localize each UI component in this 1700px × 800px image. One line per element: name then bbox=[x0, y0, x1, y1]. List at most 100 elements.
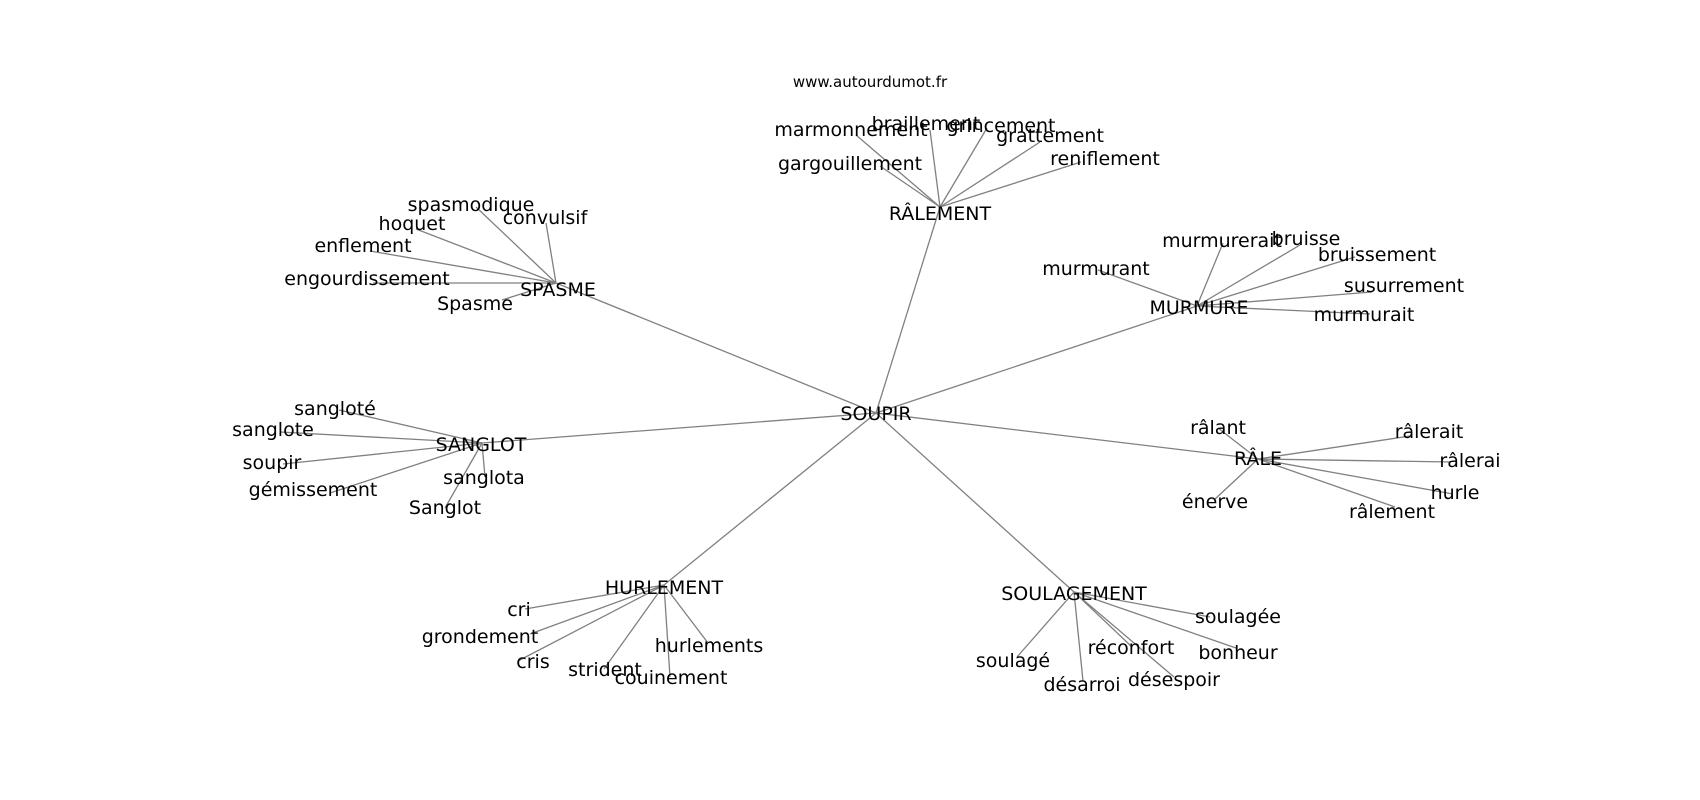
leaf-node-label: bonheur bbox=[1198, 642, 1278, 664]
leaf-node-label: couinement bbox=[615, 667, 728, 689]
edge-hub-to-leaf bbox=[481, 442, 486, 478]
leaf-node-label: Sanglot bbox=[409, 497, 481, 519]
edge-hub-to-leaf bbox=[929, 129, 941, 208]
hub-node-label: MURMURE bbox=[1149, 297, 1248, 319]
edge-hub-to-leaf bbox=[1213, 458, 1259, 501]
leaf-node-label: désespoir bbox=[1128, 669, 1220, 691]
edge-hub-to-leaf bbox=[1217, 427, 1259, 460]
edge-hub-to-leaf bbox=[529, 584, 665, 635]
edge-hub-to-leaf bbox=[1196, 242, 1224, 307]
leaf-node-label: sangloté bbox=[294, 398, 376, 420]
edge-center-to-hub bbox=[481, 412, 877, 444]
graph-labels: www.autourdumot.fr SOUPIR RÂLEMENT marmon… bbox=[232, 73, 1500, 696]
leaf-node-label: râlant bbox=[1190, 417, 1246, 439]
leaf-node-label: bruisse bbox=[1272, 228, 1341, 250]
edge-hub-to-leaf bbox=[501, 282, 557, 301]
leaf-node-label: convulsif bbox=[503, 207, 589, 229]
edge-hub-to-leaf bbox=[1257, 435, 1411, 460]
edge-hub-to-leaf bbox=[1196, 305, 1371, 315]
edge-hub-to-leaf bbox=[663, 584, 709, 644]
leaf-node-label: cris bbox=[516, 651, 549, 673]
hub-node-label: SANGLOT bbox=[436, 434, 527, 456]
edge-hub-to-leaf bbox=[1073, 591, 1175, 678]
leaf-node-label: hoquet bbox=[379, 213, 446, 235]
edge-hub-to-leaf bbox=[1257, 458, 1454, 495]
leaf-node-label: cri bbox=[507, 599, 531, 621]
hub-node-label: SPASME bbox=[520, 279, 596, 301]
edge-hub-to-leaf bbox=[1196, 291, 1373, 307]
leaf-node-label: soulagée bbox=[1195, 606, 1281, 628]
edge-hub-to-leaf bbox=[369, 250, 557, 284]
hub-node-label: HURLEMENT bbox=[605, 577, 724, 599]
leaf-node-label: râlerait bbox=[1395, 421, 1464, 443]
leaf-node-label: sanglote bbox=[232, 419, 314, 441]
leaf-node-label: soulagé bbox=[976, 650, 1050, 672]
edge-hub-to-leaf bbox=[444, 442, 483, 509]
leaf-node-label: murmurerait bbox=[1162, 230, 1282, 252]
leaf-node-label: enflement bbox=[314, 235, 411, 257]
source-watermark: www.autourdumot.fr bbox=[793, 73, 948, 91]
leaf-node-label: spasmodique bbox=[408, 194, 535, 216]
edge-hub-to-leaf bbox=[282, 442, 483, 465]
leaf-node-label: bruissement bbox=[1318, 244, 1436, 266]
leaf-node-label: réconfort bbox=[1088, 637, 1175, 659]
leaf-node-label: gémissement bbox=[249, 479, 378, 501]
edge-hub-to-leaf bbox=[415, 228, 557, 284]
edge-hub-to-leaf bbox=[855, 134, 941, 208]
edge-hub-to-leaf bbox=[1257, 458, 1452, 463]
graph-edges bbox=[279, 127, 1454, 682]
leaf-node-label: strident bbox=[568, 659, 642, 681]
leaf-node-label: râlerai bbox=[1439, 450, 1500, 472]
edge-hub-to-leaf bbox=[338, 409, 483, 444]
edge-hub-to-leaf bbox=[1073, 591, 1237, 649]
hub-node-label: RÂLEMENT bbox=[889, 202, 992, 225]
leaf-node-label: Spasme bbox=[437, 293, 513, 315]
edge-hub-to-leaf bbox=[1073, 591, 1132, 647]
edge-hub-to-leaf bbox=[524, 584, 665, 610]
center-node-label: SOUPIR bbox=[840, 403, 911, 425]
leaf-node-label: susurrement bbox=[1344, 275, 1464, 297]
leaf-node-label: murmurant bbox=[1042, 258, 1150, 280]
leaf-node-label: reniflement bbox=[1050, 148, 1160, 170]
leaf-node-label: grondement bbox=[422, 626, 539, 648]
leaf-node-label: marmonnement bbox=[774, 119, 927, 141]
edge-hub-to-leaf bbox=[939, 127, 988, 208]
edge-hub-to-leaf bbox=[1257, 458, 1396, 508]
leaf-node-label: engourdissement bbox=[284, 268, 449, 290]
leaf-node-label: murmurait bbox=[1314, 304, 1415, 326]
leaf-node-label: gargouillement bbox=[778, 153, 922, 175]
leaf-node-label: énerve bbox=[1182, 491, 1248, 513]
edge-center-to-hub bbox=[875, 206, 941, 414]
edge-center-to-hub bbox=[875, 305, 1198, 414]
leaf-node-label: désarroi bbox=[1043, 674, 1120, 696]
edge-hub-to-leaf bbox=[1073, 591, 1084, 682]
edge-hub-to-leaf bbox=[279, 431, 483, 444]
edge-hub-to-leaf bbox=[939, 141, 1041, 208]
edge-hub-to-leaf bbox=[879, 165, 941, 208]
edge-hub-to-leaf bbox=[475, 206, 557, 284]
leaf-node-label: grattement bbox=[996, 125, 1104, 147]
edge-hub-to-leaf bbox=[1073, 591, 1211, 618]
leaf-node-label: hurlements bbox=[655, 635, 763, 657]
edge-hub-to-leaf bbox=[1016, 591, 1075, 658]
edge-hub-to-leaf bbox=[939, 161, 1082, 208]
leaf-node-label: soupir bbox=[243, 452, 302, 474]
edge-hub-to-leaf bbox=[517, 584, 665, 662]
edge-hub-to-leaf bbox=[603, 584, 665, 670]
hub-node-label: RÂLE bbox=[1234, 447, 1282, 470]
edge-center-to-hub bbox=[875, 412, 1075, 593]
leaf-node-label: braillement bbox=[872, 113, 981, 135]
edge-center-to-hub bbox=[663, 412, 877, 586]
edge-hub-to-leaf bbox=[663, 584, 671, 678]
edge-center-to-hub bbox=[555, 282, 877, 414]
edge-hub-to-leaf bbox=[1196, 244, 1301, 307]
leaf-node-label: râlement bbox=[1349, 501, 1435, 523]
edge-hub-to-leaf bbox=[1196, 256, 1356, 307]
leaf-node-label: hurle bbox=[1431, 482, 1480, 504]
edge-hub-to-leaf bbox=[329, 442, 483, 494]
edge-hub-to-leaf bbox=[545, 222, 557, 284]
edge-hub-to-leaf bbox=[1097, 269, 1198, 307]
leaf-node-label: grincement bbox=[946, 115, 1055, 137]
leaf-node-label: sanglota bbox=[443, 467, 525, 489]
